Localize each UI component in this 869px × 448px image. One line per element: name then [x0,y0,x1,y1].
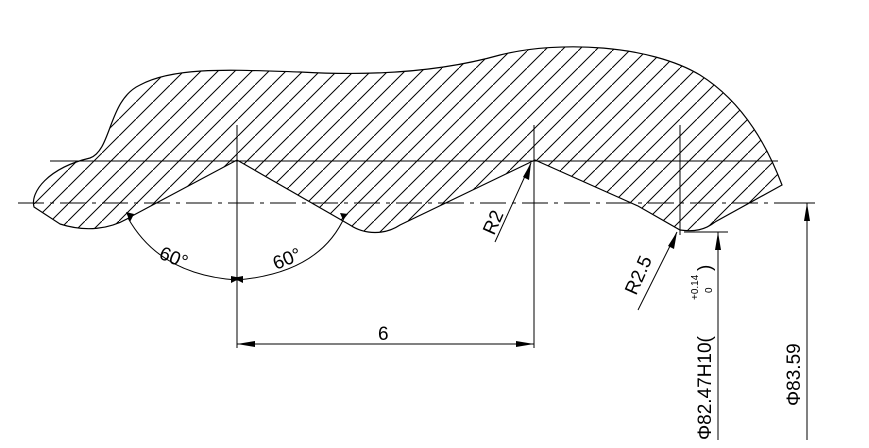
angle-arrow [340,213,348,220]
inner-tolerance-close: ) [695,265,716,271]
outer-diameter-label: Φ83.59 [784,343,805,406]
inner-diameter-label: Φ82.47H10( [695,335,716,440]
angle-arrow [231,276,241,283]
angle-arc-left [127,217,238,281]
inner-tolerance-lower: 0 [704,287,715,293]
angle-label-right: 60° [270,244,305,274]
r25-arrow [668,232,677,249]
pitch-arrow-right [516,341,534,347]
r25-label: R2.5 [621,253,657,298]
inner-tolerance-upper: +0.14 [690,274,701,300]
pitch-arrow-left [237,341,255,347]
angle-arrow [126,212,134,222]
inner-diameter-arrow [715,232,721,250]
pitch-label: 6 [378,324,389,345]
angle-arc-right [236,215,346,281]
r2-arrow [523,163,531,180]
r2-label: R2 [479,207,508,238]
outer-diameter-arrow [804,203,810,221]
